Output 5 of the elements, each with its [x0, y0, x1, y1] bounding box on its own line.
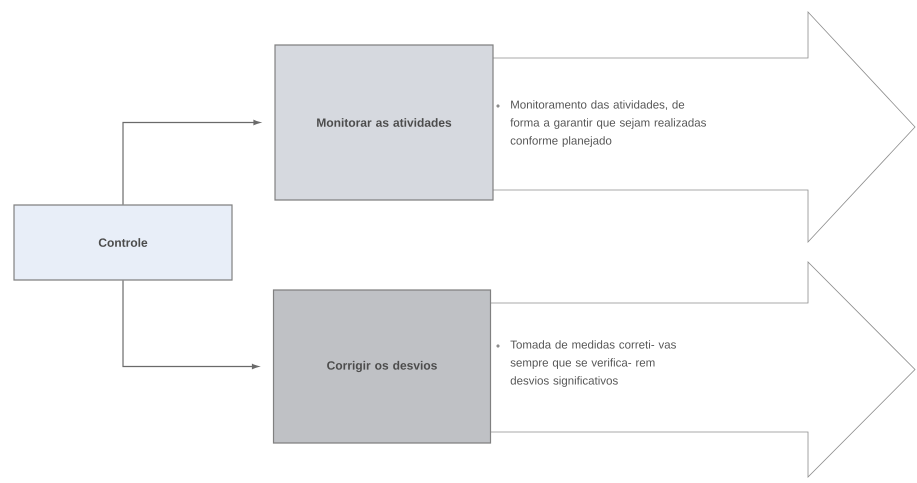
- arrow: [122, 280, 259, 370]
- arrow: [122, 120, 260, 204]
- process-box: Controle: [13, 204, 233, 281]
- process-box: Corrigir os desvios: [272, 289, 492, 444]
- process-box: Monitorar as atividades: [274, 44, 494, 201]
